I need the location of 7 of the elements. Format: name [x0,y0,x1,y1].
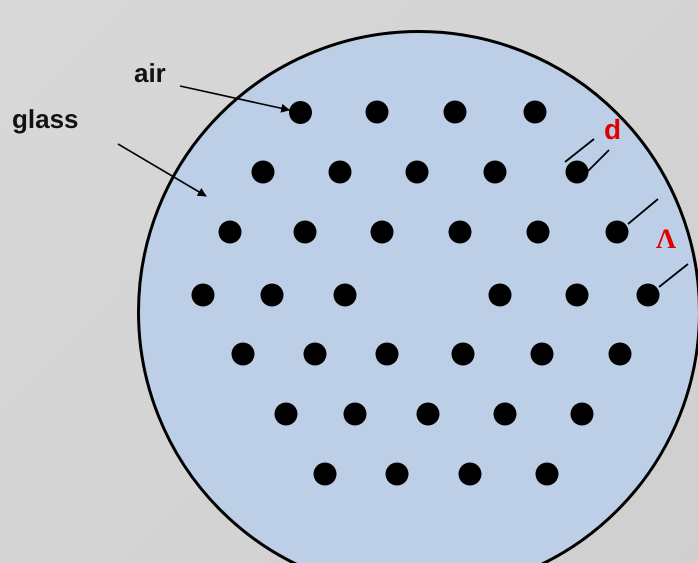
diameter-label: d [604,116,622,144]
air-label: air [134,60,182,87]
glass-label: glass [12,106,108,136]
arrow [118,143,207,197]
pitch-label: Λ [656,226,676,254]
arrow [180,85,290,113]
air-hole [289,101,312,124]
